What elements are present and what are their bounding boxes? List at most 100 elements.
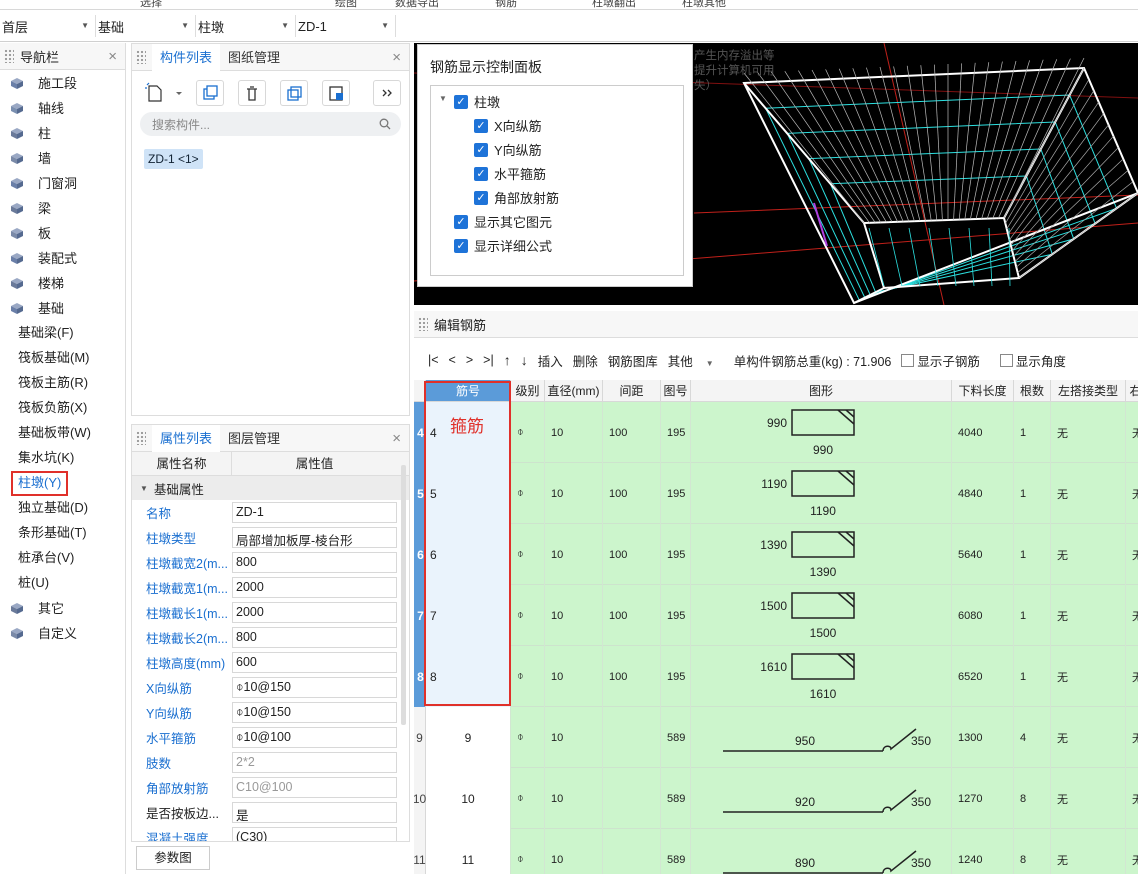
cell-grade[interactable]: ⌽ <box>511 524 545 585</box>
cell-fig[interactable]: 195 <box>661 402 691 463</box>
cell-dia[interactable]: 10 <box>545 524 603 585</box>
control-checkbox-2[interactable]: ✓Y向纵筋 <box>474 140 542 159</box>
cell-dia[interactable]: 10 <box>545 707 603 768</box>
property-value-input[interactable]: 800 <box>232 552 397 573</box>
cell-spacing[interactable]: 100 <box>603 646 661 707</box>
cell-spacing[interactable] <box>603 829 661 874</box>
cell-count[interactable]: 1 <box>1014 524 1051 585</box>
nav-next-button[interactable]: > <box>465 353 474 367</box>
copy-button[interactable] <box>196 80 224 106</box>
property-value-input[interactable]: 600 <box>232 652 397 673</box>
ribbon-item[interactable]: 柱墩翻出 <box>592 0 636 9</box>
control-checkbox-4[interactable]: ✓角部放射筋 <box>474 188 559 207</box>
nav-item-1[interactable]: 轴线 <box>0 95 125 120</box>
cell-len[interactable]: 6080 <box>952 585 1014 646</box>
nav-item-3[interactable]: 墙 <box>0 145 125 170</box>
cell-rebar-no[interactable]: 10 <box>426 768 511 829</box>
grip-icon[interactable] <box>4 49 14 63</box>
close-icon[interactable]: × <box>108 48 117 65</box>
nav-first-button[interactable]: |< <box>428 353 439 367</box>
cell-spacing[interactable] <box>603 707 661 768</box>
cell-len[interactable]: 1300 <box>952 707 1014 768</box>
cell-right[interactable]: 无 <box>1126 524 1138 585</box>
grid-col-header[interactable]: 直径(mm) <box>545 380 603 402</box>
row-header[interactable]: 10 <box>414 768 426 829</box>
cell-dia[interactable]: 10 <box>545 646 603 707</box>
nav-sub-item-5[interactable]: 集水坑(K) <box>0 445 125 470</box>
grip-icon[interactable] <box>136 50 146 64</box>
cell-right[interactable]: 无 <box>1126 585 1138 646</box>
cell-grade[interactable]: ⌽ <box>511 707 545 768</box>
cell-fig[interactable]: 195 <box>661 463 691 524</box>
nav-item-9[interactable]: 基础 <box>0 295 125 320</box>
nav-sub-item-7[interactable]: 独立基础(D) <box>0 495 125 520</box>
cell-right[interactable]: 无 <box>1126 402 1138 463</box>
tab-property-list[interactable]: 属性列表 <box>152 425 221 452</box>
cell-len[interactable]: 1240 <box>952 829 1014 874</box>
cell-dia[interactable]: 10 <box>545 463 603 524</box>
row-header[interactable]: 11 <box>414 829 426 874</box>
rebar-library-button[interactable]: 钢筋图库 <box>607 354 658 369</box>
cell-grade[interactable]: ⌽ <box>511 463 545 524</box>
grid-col-header[interactable]: 左搭接类型 <box>1051 380 1126 402</box>
cell-lap[interactable]: 无 <box>1051 402 1126 463</box>
cell-grade[interactable]: ⌽ <box>511 768 545 829</box>
nav-sub-item-9[interactable]: 桩承台(V) <box>0 545 125 570</box>
control-checkbox-1[interactable]: ✓X向纵筋 <box>474 116 542 135</box>
import-button[interactable] <box>322 80 350 106</box>
nav-item-6[interactable]: 板 <box>0 220 125 245</box>
property-value-input[interactable]: ⌽10@150 <box>232 677 397 698</box>
param-diagram-button[interactable]: 参数图 <box>136 846 210 870</box>
nav-sub-item-1[interactable]: 筏板基础(M) <box>0 345 125 370</box>
cell-fig[interactable]: 589 <box>661 768 691 829</box>
nav-prev-button[interactable]: < <box>448 353 456 367</box>
floor-select[interactable]: 首层▼ <box>0 15 96 37</box>
close-icon[interactable]: × <box>392 49 401 66</box>
cell-len[interactable]: 1270 <box>952 768 1014 829</box>
cell-rebar-no[interactable]: 7 <box>426 585 511 646</box>
scrollbar[interactable] <box>401 465 406 725</box>
move-down-button[interactable]: ↓ <box>520 352 528 368</box>
cell-len[interactable]: 5640 <box>952 524 1014 585</box>
cell-rebar-no[interactable]: 6 <box>426 524 511 585</box>
property-value-input[interactable]: ⌽10@100 <box>232 727 397 748</box>
cell-count[interactable]: 1 <box>1014 585 1051 646</box>
cell-len[interactable]: 4040 <box>952 402 1014 463</box>
control-checkbox-5[interactable]: ✓显示其它图元 <box>454 212 552 231</box>
new-component-button[interactable] <box>140 80 186 106</box>
cell-fig[interactable]: 195 <box>661 524 691 585</box>
component-search-input[interactable]: 搜索构件... <box>140 112 401 136</box>
cell-dia[interactable]: 10 <box>545 768 603 829</box>
expand-button[interactable] <box>373 80 401 106</box>
type-select[interactable]: 柱墩▼ <box>196 15 296 37</box>
grid-col-header[interactable]: 图形 <box>691 380 952 402</box>
property-value-input[interactable]: 局部增加板厚-棱台形 <box>232 527 397 548</box>
nav-bottom-item-0[interactable]: 其它 <box>0 595 125 620</box>
cell-fig[interactable]: 589 <box>661 829 691 874</box>
property-value-input[interactable]: 800 <box>232 627 397 648</box>
grid-col-header[interactable]: 下料长度 <box>952 380 1014 402</box>
cell-lap[interactable]: 无 <box>1051 524 1126 585</box>
cell-fig[interactable]: 195 <box>661 646 691 707</box>
cell-grade[interactable]: ⌽ <box>511 585 545 646</box>
grip-icon[interactable] <box>136 431 146 445</box>
ribbon-item[interactable]: 数据导出 <box>395 0 439 9</box>
property-value-input[interactable]: 是 <box>232 802 397 823</box>
grid-col-header[interactable]: 级别 <box>511 380 545 402</box>
nav-sub-item-6[interactable]: 柱墩(Y) <box>0 470 125 496</box>
cell-right[interactable]: 无 <box>1126 707 1138 768</box>
property-value-input[interactable]: C10@100 <box>232 777 397 798</box>
cell-fig[interactable]: 589 <box>661 707 691 768</box>
